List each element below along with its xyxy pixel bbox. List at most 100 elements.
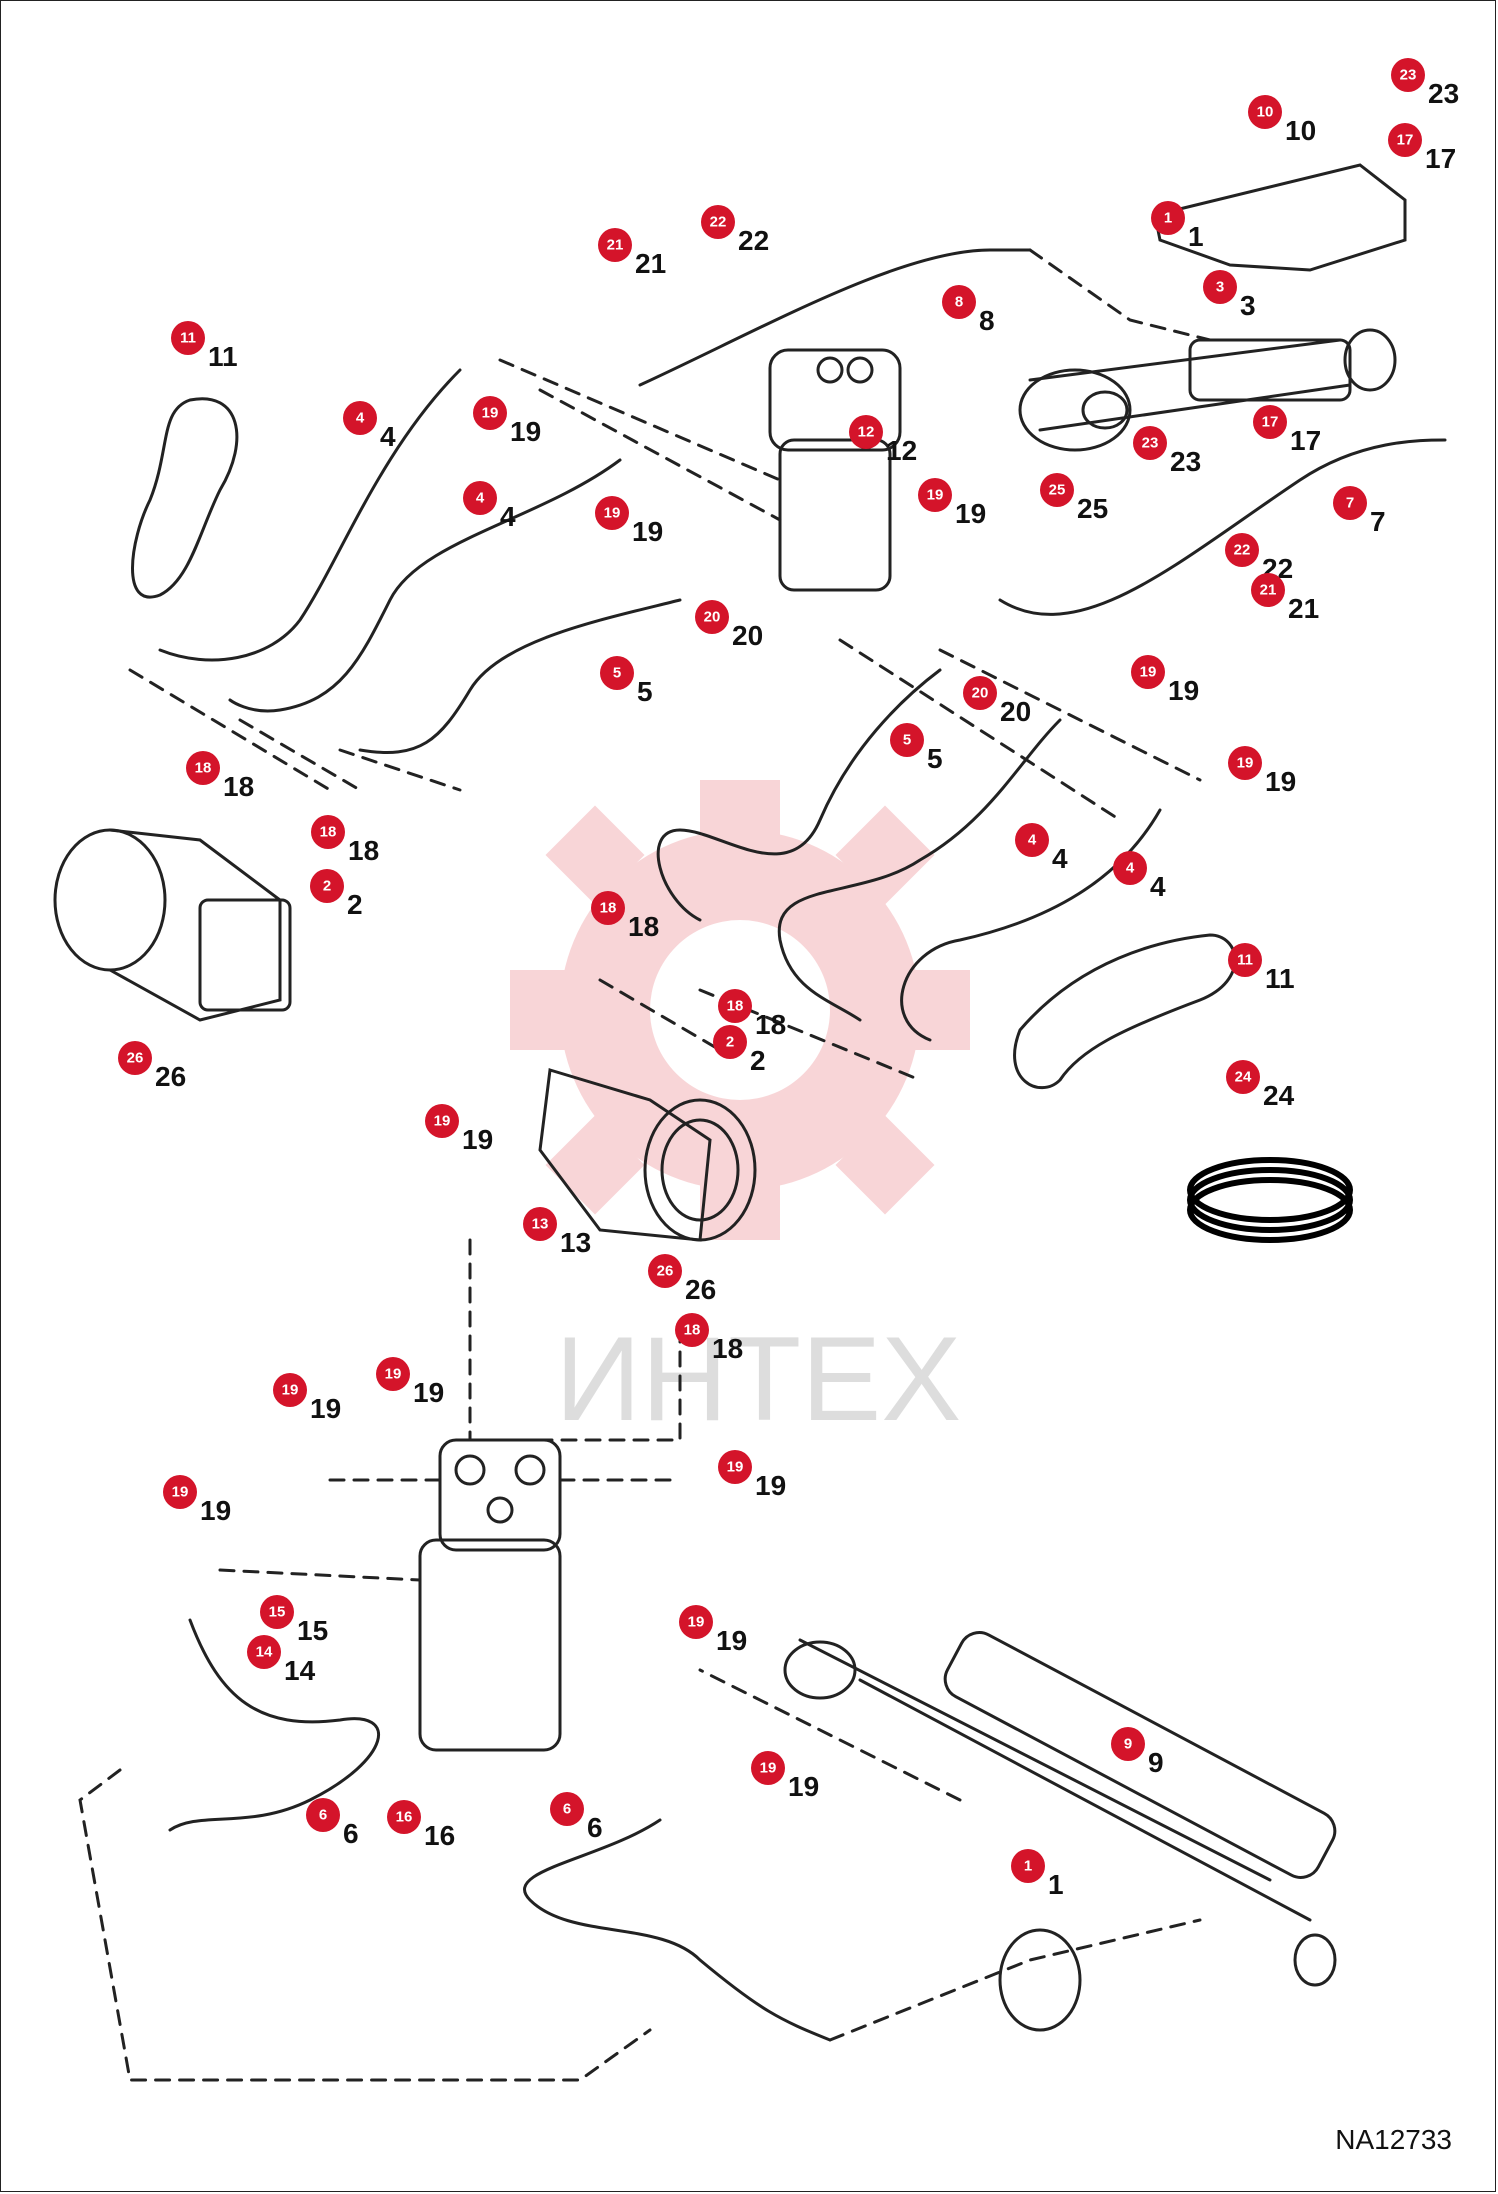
callout-badge-number: 4 [1028, 832, 1037, 849]
callout-label: 8 [979, 305, 995, 336]
callout-badge [1040, 473, 1074, 507]
callout-label: 18 [628, 911, 659, 942]
callout-badge [591, 891, 625, 925]
callout-badge-number: 10 [1257, 104, 1274, 121]
callout-label: 14 [284, 1655, 316, 1686]
callout-badge [273, 1373, 307, 1407]
callout-badge-number: 19 [172, 1484, 189, 1501]
callout-c31: 44 [1015, 823, 1068, 874]
callout-badge-number: 23 [1142, 435, 1159, 452]
callout-badge-number: 19 [434, 1113, 451, 1130]
callout-label: 26 [155, 1061, 186, 1092]
callout-c36: 22 [713, 1025, 766, 1076]
callout-badge [1228, 943, 1262, 977]
callout-badge [718, 1450, 752, 1484]
callout-label: 5 [637, 676, 653, 707]
callout-badge [1391, 58, 1425, 92]
swivel-joint-lower [418, 1538, 562, 1752]
callout-badge-number: 24 [1235, 1069, 1252, 1086]
callout-label: 19 [510, 416, 541, 447]
callout-badge-number: 18 [684, 1322, 701, 1339]
callout-badge-number: 7 [1346, 495, 1354, 512]
callout-badge [1151, 201, 1185, 235]
hose-6a [168, 1618, 380, 1832]
callout-badge [1251, 573, 1285, 607]
callout-badge-number: 4 [476, 490, 485, 507]
callout-label: 19 [413, 1377, 444, 1408]
callout-badge [463, 481, 497, 515]
callout-label: 7 [1370, 506, 1386, 537]
callout-badge [311, 815, 345, 849]
callout-badge [387, 1800, 421, 1834]
callout-badge-number: 19 [927, 487, 944, 504]
callout-badge [1203, 270, 1237, 304]
callout-label: 6 [343, 1818, 359, 1849]
callout-badge-number: 19 [282, 1382, 299, 1399]
callout-label: 25 [1077, 493, 1108, 524]
callout-badge [343, 401, 377, 435]
callout-badge [186, 751, 220, 785]
callout-badge-number: 18 [320, 824, 337, 841]
callout-badge [679, 1605, 713, 1639]
callout-badge-number: 18 [600, 900, 617, 917]
callout-label: 18 [348, 835, 379, 866]
callout-badge-number: 19 [727, 1459, 744, 1476]
callout-label: 18 [712, 1333, 743, 1364]
callout-badge-number: 19 [482, 405, 499, 422]
callout-badge [718, 989, 752, 1023]
callout-badge-number: 6 [319, 1807, 327, 1824]
callout-badge [1113, 851, 1147, 885]
linework [53, 163, 1447, 2082]
callout-badge [600, 656, 634, 690]
callout-badge-number: 18 [727, 998, 744, 1015]
callout-label: 11 [1265, 963, 1295, 994]
callout-c26: 55 [890, 723, 943, 774]
callout-c50: 99 [1111, 1727, 1164, 1778]
callout-c10: 44 [343, 401, 396, 452]
hose-5b [656, 668, 942, 922]
callout-badge-number: 19 [688, 1614, 705, 1631]
callout-badge-number: 21 [1260, 582, 1277, 599]
callout-badge-number: 16 [396, 1809, 413, 1826]
hose-5 [358, 598, 682, 754]
callout-badge [1228, 746, 1262, 780]
watermark-text: ИНТЕХ [555, 1312, 961, 1446]
callout-badge-number: 5 [903, 732, 911, 749]
callout-badge [1131, 655, 1165, 689]
drawing-number: NA12733 [1335, 2124, 1452, 2155]
callout-badge [890, 723, 924, 757]
callout-badge [648, 1254, 682, 1288]
callout-c15: 44 [463, 481, 516, 532]
callout-c18: 25 25 [1040, 473, 1108, 524]
callout-badge [425, 1104, 459, 1138]
callout-badge-number: 26 [127, 1050, 144, 1067]
callout-label: 19 [632, 516, 663, 547]
callout-badge [1253, 405, 1287, 439]
callout-badge-number: 4 [356, 410, 365, 427]
callout-label: 19 [716, 1625, 747, 1656]
callout-badge-number: 22 [710, 214, 727, 231]
callout-label: 12 [886, 435, 917, 466]
callout-badge [1226, 1060, 1260, 1094]
hose-guard-left [131, 397, 239, 599]
callout-badge-number: 15 [269, 1604, 286, 1621]
cylinder-9-barrel [943, 1631, 1337, 1879]
callout-badge [963, 676, 997, 710]
callout-badge [1388, 123, 1422, 157]
callout-badge-number: 25 [1049, 482, 1066, 499]
